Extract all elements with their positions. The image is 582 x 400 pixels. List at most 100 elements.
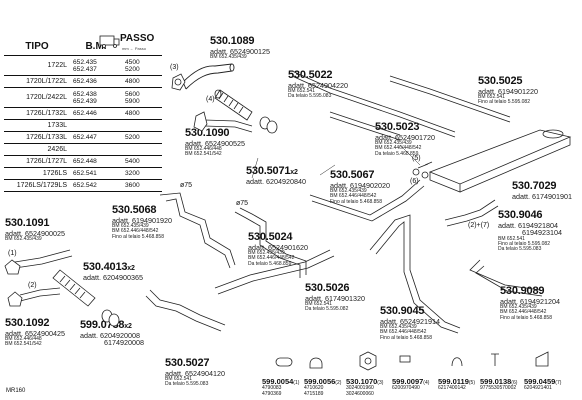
adaptation-number: adatt. 6524901720 — [375, 132, 435, 142]
part-number: 530.1090 — [185, 127, 230, 139]
callout-label: (5) — [412, 155, 421, 162]
tipo-cell: 1722L — [4, 55, 70, 76]
part-number: 530.1089 — [210, 35, 255, 47]
tipo-cell: 1720L/2422L — [4, 87, 70, 108]
adaptation-number: adatt. 6524900125 — [210, 46, 270, 56]
passo-label: PASSO — [120, 33, 155, 44]
adaptation-number: adatt. 6524901620 — [248, 242, 308, 252]
part-number: 530.5023 — [375, 121, 420, 133]
flange-icon — [193, 111, 208, 132]
fitment-note: BM 652.446/448/542 — [380, 329, 427, 336]
adaptation-number: adatt. 6204920008 — [80, 330, 140, 340]
passo-cell — [122, 143, 162, 156]
bm-value: 652.447 — [73, 134, 97, 141]
bm-cell: 652.446 — [70, 107, 122, 120]
bm-value: 652.439 — [73, 97, 97, 105]
hardware-part-number: 599.0119 — [438, 377, 469, 386]
part-number: 530.5027 — [165, 357, 210, 369]
part-number: 530.5068 — [112, 204, 157, 216]
passo-cell: 5400 — [122, 155, 162, 168]
spec-row: 2426L — [4, 143, 162, 156]
part-number: 530.5071 — [246, 165, 291, 177]
pipe-530-9089 — [469, 259, 541, 291]
passo-value: 3600 — [125, 182, 140, 189]
fitment-note: Da telaio 5.595.083 — [288, 93, 332, 100]
bm-value: 652.436 — [73, 78, 97, 85]
hardware-adaptation: 4710620 — [304, 385, 324, 392]
adaptation-number: adatt. 6194901220 — [478, 86, 538, 96]
callout-label: (1) — [8, 250, 17, 257]
hardware-adaptation: 9775530570002 — [480, 385, 517, 392]
adaptation-number: adatt. 6524900425 — [5, 328, 65, 338]
flex-pipe-icon — [214, 89, 253, 121]
catalog-code: MR160 — [6, 388, 26, 394]
part-number: 530.5026 — [305, 282, 350, 294]
fitment-note: BM 652.541 — [305, 301, 332, 308]
pipe-530-9046 — [444, 199, 496, 221]
hardware-label: 599.0459(7)6204921401 — [524, 378, 561, 392]
adaptation-number: adatt. 6174901901 — [512, 191, 572, 201]
hardware-qty: (6) — [511, 380, 518, 386]
part-number: 530.1091 — [5, 217, 50, 229]
hardware-adaptation: 3024001960 — [346, 385, 374, 392]
pipe-530-5025 — [389, 75, 511, 118]
passo-value: 4800 — [125, 78, 140, 85]
passo-value: 5200 — [125, 134, 140, 141]
fitment-note: BM 652.541 — [288, 88, 315, 95]
tipo-cell: 1726LS/1729LS — [4, 179, 70, 192]
bm-cell — [70, 119, 122, 132]
bm-value: 652.438 — [73, 90, 97, 98]
hardware-adaptation: 6217400142 — [438, 385, 466, 392]
passo-value: 5200 — [125, 65, 140, 73]
fitment-note: Da telaio 5.595.082 — [305, 306, 349, 313]
adaptation-number: adatt. 6194902020 — [330, 180, 390, 190]
callout-label: (4) — [206, 96, 215, 103]
tipo-cell: 1720L/1722L — [4, 75, 70, 88]
quantity-badge: x2 — [127, 265, 135, 272]
spec-row: 1733L — [4, 119, 162, 132]
hardware-part-number: 599.0459 — [524, 377, 556, 386]
adaptation-number: adatt. 6204900365 — [83, 272, 143, 282]
fitment-note: BM 652.541/542 — [5, 341, 42, 348]
bm-value: 652.437 — [73, 65, 97, 73]
hardware-qty: (7) — [555, 380, 562, 386]
passo-value: 4800 — [125, 110, 140, 117]
bm-value: 652.541 — [73, 170, 97, 177]
part-number: 530.5022 — [288, 69, 333, 81]
bm-value: 652.435 — [73, 58, 97, 66]
flex-pipe-530-4013 — [52, 269, 96, 307]
passo-cell: 5200 — [122, 131, 162, 144]
pipe-530-5024 — [234, 211, 301, 278]
pipe-530-5067 — [309, 179, 421, 216]
fitment-note: BM 652.435/439 — [210, 54, 247, 61]
part-number: 530.7029 — [512, 180, 557, 192]
quantity-badge: x2 — [124, 323, 132, 330]
pipe-530-1092 — [19, 287, 61, 296]
fitment-note: Da telaio 5.468.859 — [248, 260, 292, 267]
fitment-note: BM 652.541/542 — [185, 151, 222, 158]
adaptation-number: adatt. 6194921204 — [500, 296, 560, 306]
pipe-530-5023 — [329, 111, 401, 136]
fitment-note: BM 652.435/439 — [5, 236, 42, 243]
adaptation-number: adatt. 6524900025 — [5, 228, 65, 238]
hardware-adaptation: 6204921401 — [524, 385, 552, 392]
hardware-label: 599.0097(4)6200970490 — [392, 378, 429, 392]
clamp-icon — [259, 116, 278, 134]
fitment-note: BM 652.541 — [478, 94, 505, 101]
callout-label: (2) — [28, 282, 37, 289]
